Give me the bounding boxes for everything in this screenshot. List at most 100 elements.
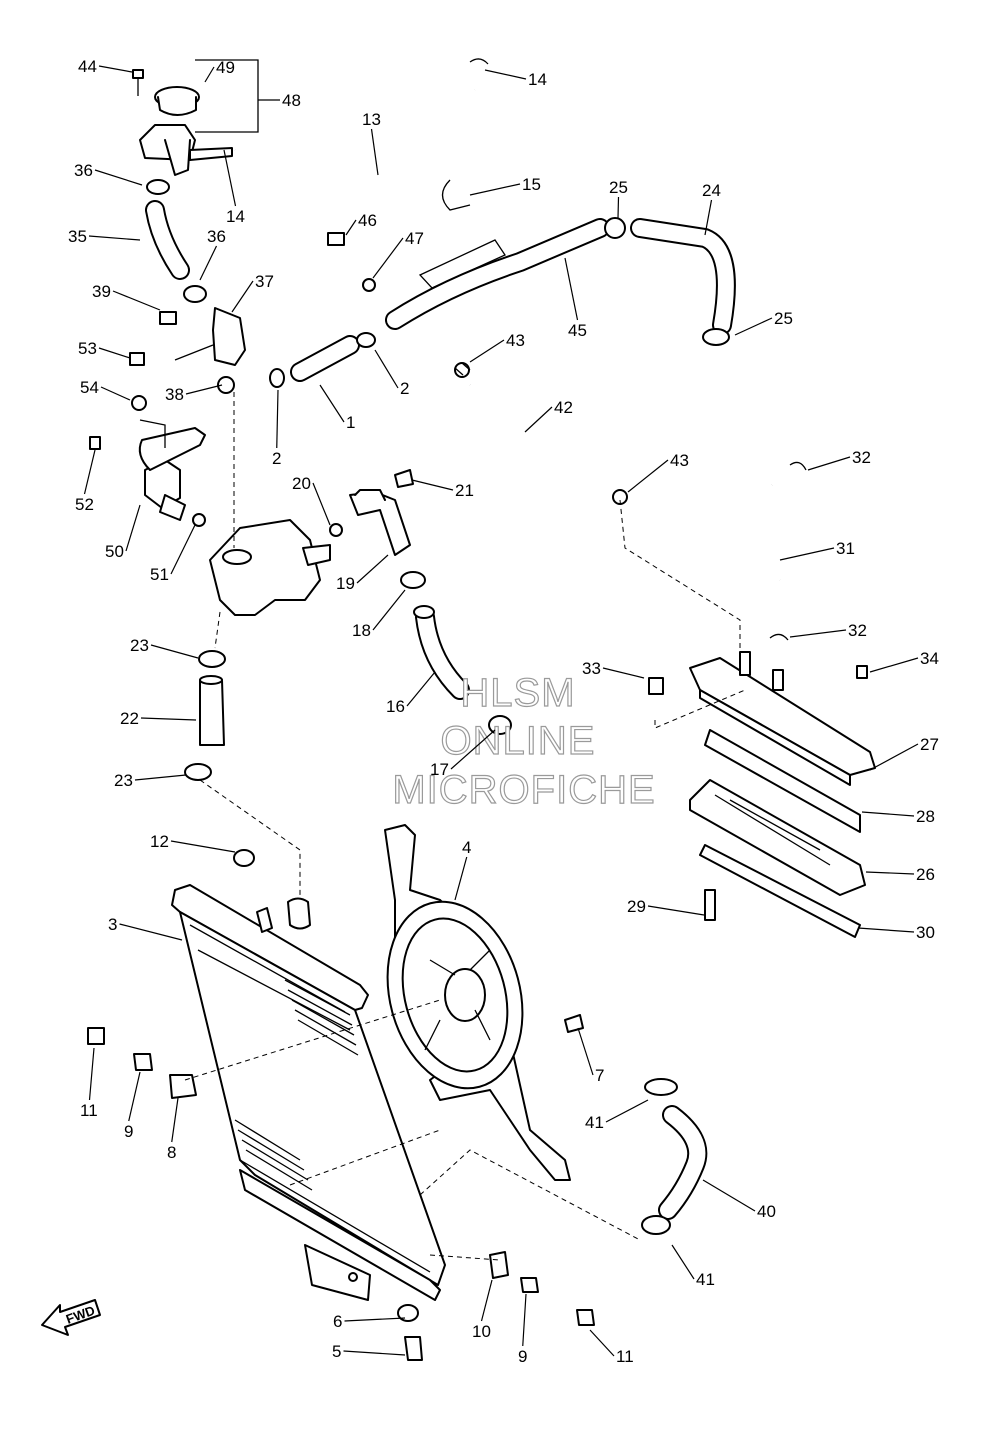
callout-leader-45 <box>564 257 579 321</box>
callout-label-54: 54 <box>80 378 99 397</box>
callout-leader-16 <box>406 671 436 707</box>
leader-lines <box>139 59 746 1261</box>
callout-label-38: 38 <box>165 385 184 404</box>
callout-leader-27 <box>869 743 919 771</box>
callout-label-45: 45 <box>568 321 587 340</box>
callout-label-22: 22 <box>120 709 139 728</box>
callout-label-5: 5 <box>332 1342 341 1361</box>
callout-label-33: 33 <box>582 659 601 678</box>
callout-leader-32 <box>789 629 847 638</box>
callout-label-37: 37 <box>255 272 274 291</box>
callout-label-18: 18 <box>352 621 371 640</box>
callout-leader-6 <box>344 1317 406 1322</box>
fan-assembly <box>384 824 571 1181</box>
callout-leader-49 <box>204 66 215 83</box>
callout-label-1: 1 <box>346 413 355 432</box>
callout-leader-46 <box>345 219 357 236</box>
callout-leader-11 <box>88 1047 95 1101</box>
callout-leader-39 <box>112 290 161 311</box>
callout-leader-21 <box>411 479 454 491</box>
callout-label-30: 30 <box>916 923 935 942</box>
callout-leader-24 <box>704 199 713 236</box>
filler-neck <box>132 69 233 176</box>
callout-leader-36 <box>94 169 143 186</box>
callout-label-44: 44 <box>78 57 97 76</box>
callout-label-47: 47 <box>405 229 424 248</box>
callout-leader-17 <box>450 729 496 770</box>
callout-leader-35 <box>88 235 141 241</box>
callout-label-51: 51 <box>150 565 169 584</box>
callout-label-50: 50 <box>105 542 124 561</box>
callout-label-24: 24 <box>702 181 721 200</box>
callout-label-13: 13 <box>362 110 381 129</box>
callout-label-17: 17 <box>430 760 449 779</box>
callout-leader-25 <box>734 317 773 336</box>
callout-label-19: 19 <box>336 574 355 593</box>
callout-leader-32 <box>807 456 851 471</box>
callout-label-35: 35 <box>68 227 87 246</box>
callout-leader-29 <box>647 905 705 916</box>
callout-leader-31 <box>779 547 835 561</box>
callout-leader-44 <box>98 65 133 73</box>
callout-leader-14 <box>484 69 527 80</box>
thermostat-housing <box>689 651 876 938</box>
callout-leader-7 <box>577 1027 594 1076</box>
callout-leader-30 <box>857 927 915 933</box>
callout-label-15: 15 <box>522 175 541 194</box>
callout-leader-54 <box>100 386 131 401</box>
callout-label-25: 25 <box>609 178 628 197</box>
callout-leader-22 <box>140 717 197 721</box>
callout-label-36: 36 <box>74 161 93 180</box>
callout-label-14: 14 <box>528 70 547 89</box>
callout-leader-2 <box>374 349 399 389</box>
callout-label-11: 11 <box>80 1101 98 1120</box>
callout-label-31: 31 <box>836 539 855 558</box>
callout-label-43: 43 <box>506 331 525 350</box>
callout-label-39: 39 <box>92 282 111 301</box>
callout-label-14: 14 <box>226 207 245 226</box>
watermark: HLSM ONLINE MICROFICHE <box>392 670 656 812</box>
callout-label-11: 11 <box>616 1347 634 1366</box>
callout-label-41: 41 <box>585 1113 604 1132</box>
callout-leader-15 <box>469 183 521 196</box>
callout-label-3: 3 <box>108 915 117 934</box>
callout-label-46: 46 <box>358 211 377 230</box>
callout-label-36: 36 <box>207 227 226 246</box>
callout-label-48: 48 <box>282 91 301 110</box>
callout-leader-9 <box>128 1071 141 1122</box>
callout-label-34: 34 <box>920 649 939 668</box>
callout-leader-43 <box>469 339 505 363</box>
callout-label-26: 26 <box>916 865 935 884</box>
callout-leader-3 <box>119 923 183 941</box>
callout-leader-19 <box>356 554 389 584</box>
radiator <box>171 884 446 1301</box>
callout-leader-40 <box>702 1179 756 1212</box>
callout-leader-42 <box>524 406 553 433</box>
callout-leader-38 <box>185 384 223 395</box>
callout-label-49: 49 <box>216 58 235 77</box>
callout-label-21: 21 <box>455 481 474 500</box>
watermark-line-3: MICROFICHE <box>392 768 655 812</box>
callout-label-27: 27 <box>920 735 939 754</box>
callout-label-2: 2 <box>272 449 281 468</box>
callout-leader-37 <box>231 280 254 313</box>
callout-leader-4 <box>454 856 468 901</box>
callout-label-32: 32 <box>848 621 867 640</box>
water-pump <box>138 307 435 619</box>
watermark-line-2: ONLINE <box>441 719 596 763</box>
callout-leader-26 <box>865 871 915 875</box>
callout-label-29: 29 <box>627 897 646 916</box>
callout-label-42: 42 <box>554 398 573 417</box>
callout-leader-28 <box>861 811 915 817</box>
callout-leader-23 <box>150 644 199 659</box>
callout-label-41: 41 <box>696 1270 715 1289</box>
callout-label-52: 52 <box>75 495 94 514</box>
callout-leader-41 <box>671 1244 695 1280</box>
callout-label-9: 9 <box>124 1122 133 1141</box>
callout-leader-47 <box>372 237 404 279</box>
callout-leader-14 <box>223 149 237 207</box>
callout-label-32: 32 <box>852 448 871 467</box>
callout-leader-12 <box>170 840 236 853</box>
callout-leader-1 <box>319 384 345 423</box>
